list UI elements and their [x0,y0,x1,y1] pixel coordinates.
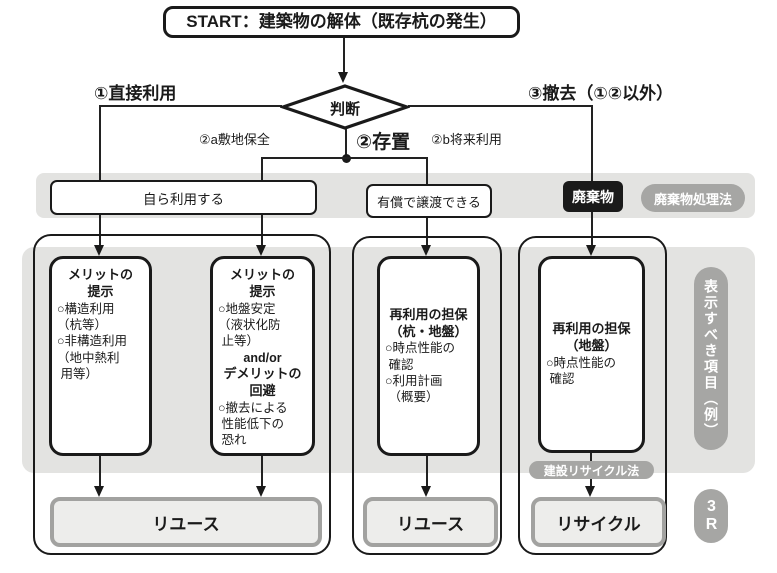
reuse-box-mid: リユース [363,497,498,547]
display-items-pill: 表示すべき項目（例） [694,267,728,450]
decision-diamond: 判断 [280,84,410,130]
line-c-to-reuse [426,456,428,488]
branch1-label: ①直接利用 [94,84,177,103]
box-c-reuse-guarantee: 再利用の担保 （杭・地盤） ○時点性能の 確認 ○利用計画 （概要） [377,256,480,456]
diamond-shape [280,84,410,130]
line-start-to-decision [343,38,345,74]
arrowhead-reuse-left-2 [256,486,266,497]
branch2b-label: ②b将来利用 [431,132,502,147]
box-b-body2: ○撤去による 性能低下の 恐れ [218,400,288,448]
line-branch3-horizontal [408,105,593,107]
branch2a-label: ②a敷地保全 [199,132,270,147]
box-d-reuse-guarantee-ground: 再利用の担保 （地盤） ○時点性能の 確認 [538,256,645,453]
box-a-title: メリットの 提示 [67,267,133,299]
box-c-body: ○時点性能の 確認 ○利用計画 （概要） [385,341,456,405]
waste-law-pill: 廃棄物処理法 [641,184,745,212]
line-branch1-horizontal [100,105,282,107]
start-node: START：建築物の解体（既存杭の発生） [163,6,520,38]
arrowhead-reuse-left-1 [94,486,104,497]
decision-label: 判断 [329,101,360,118]
arrowhead-box-a [94,245,104,256]
line-branch2-stub [345,128,347,159]
arrowhead-box-c [421,245,431,256]
box-a-merit-direct: メリットの 提示 ○構造利用 （杭等） ○非構造利用 （地中熱利 用等） [49,256,152,456]
line-a-to-reuse [99,456,101,488]
recycle-box: リサイクル [531,497,666,547]
arrowhead-recycle [585,486,595,497]
line-branch2-split [261,157,428,159]
arrowhead-box-b [256,245,266,256]
box-a-body: ○構造利用 （杭等） ○非構造利用 （地中熱利 用等） [57,301,128,381]
waste-box: 廃棄物 [563,181,623,212]
display-items-label: 表示すべき項目（例） [703,278,719,439]
box-d-body: ○時点性能の 確認 [546,356,617,387]
box-d-title: 再利用の担保 （地盤） [552,321,631,354]
group-retain [352,236,502,555]
construction-recycle-law-pill: 建設リサイクル法 [529,461,654,479]
line-branch3-vertical [591,105,593,250]
three-r-badge: 3R [694,489,728,543]
three-r-label: 3R [703,498,720,534]
reuse-box-left: リユース [50,497,322,547]
arrowhead-decision [338,72,348,83]
box-b-connector: and/or [243,350,282,365]
line-branch1-vertical [99,105,101,250]
box-c-title: 再利用の担保 （杭・地盤） [389,306,468,339]
box-b-body1: ○地盤安定 （液状化防 止等） [218,301,281,349]
group-removal [518,236,667,555]
self-use-box: 自ら利用する [50,180,317,215]
arrowhead-reuse-mid [421,486,431,497]
branch2-label: ②存置 [356,132,411,153]
paid-transfer-box: 有償で譲渡できる [366,184,492,218]
group-direct-use [33,234,331,555]
box-b-title2: デメリットの 回避 [223,365,302,398]
arrowhead-box-d [586,245,596,256]
branch3-label: ③撤去（①②以外） [528,84,674,103]
box-b-merit-demerit: メリットの 提示 ○地盤安定 （液状化防 止等） and/or デメリットの 回… [210,256,315,456]
box-b-title: メリットの 提示 [229,267,295,299]
line-b-to-reuse [261,456,263,488]
